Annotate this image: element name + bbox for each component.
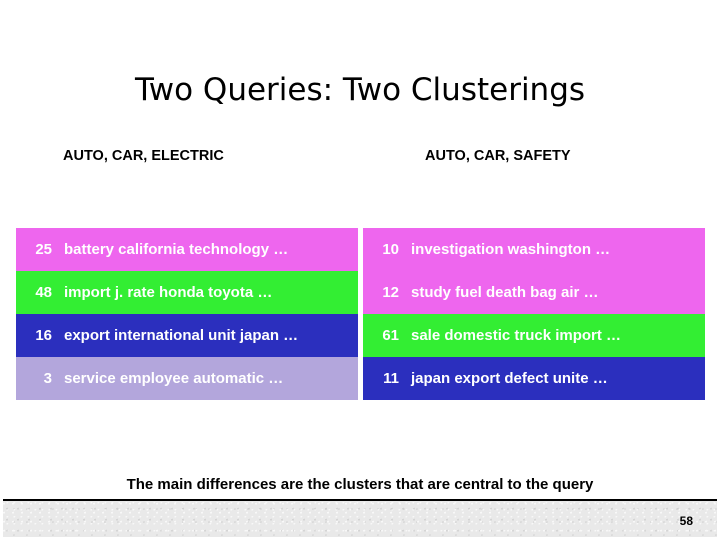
cluster-column-right: 10 investigation washington … 12 study fuel… — [363, 228, 705, 400]
cluster-row: 11 japan export defect unite … — [363, 357, 705, 400]
page-number: 58 — [679, 514, 693, 528]
cluster-band: 3 service employee automatic … — [16, 357, 358, 400]
cluster-terms: import j. rate honda toyota … — [64, 284, 273, 301]
cluster-row: 16 export international unit japan … — [16, 314, 358, 357]
slide-footer: 58 — [3, 499, 717, 537]
cluster-row: 3 service employee automatic … — [16, 357, 358, 400]
query-heading-right: AUTO, CAR, SAFETY — [425, 148, 571, 164]
cluster-terms: service employee automatic … — [64, 370, 284, 387]
cluster-terms: japan export defect unite … — [411, 370, 608, 387]
cluster-band: 16 export international unit japan … — [16, 314, 358, 357]
cluster-band: 25 battery california technology … — [16, 228, 358, 271]
cluster-rank: 11 — [383, 370, 399, 387]
cluster-terms: sale domestic truck import … — [411, 327, 622, 344]
cluster-row: 12 study fuel death bag air … — [363, 271, 705, 314]
cluster-row: 25 battery california technology … — [16, 228, 358, 271]
cluster-rank: 16 — [35, 327, 52, 344]
footer-texture — [3, 501, 717, 537]
slide-caption: The main differences are the clusters th… — [126, 476, 594, 493]
cluster-band: 11 japan export defect unite … — [363, 357, 705, 400]
cluster-rank: 61 — [382, 327, 399, 344]
cluster-rank: 25 — [35, 241, 52, 258]
cluster-row: 48 import j. rate honda toyota … — [16, 271, 358, 314]
cluster-band: 61 sale domestic truck import … — [363, 314, 705, 357]
cluster-rank: 12 — [382, 284, 399, 301]
cluster-rank: 3 — [43, 370, 52, 387]
cluster-terms: export international unit japan … — [64, 327, 299, 344]
cluster-rank: 10 — [382, 241, 399, 258]
cluster-row: 10 investigation washington … — [363, 228, 705, 271]
cluster-row: 61 sale domestic truck import … — [363, 314, 705, 357]
cluster-band: 48 import j. rate honda toyota … — [16, 271, 358, 314]
cluster-rank: 48 — [35, 284, 52, 301]
cluster-terms: investigation washington … — [411, 241, 611, 258]
query-heading-left: AUTO, CAR, ELECTRIC — [63, 148, 224, 164]
slide-title: Two Queries: Two Clusterings — [134, 72, 586, 108]
cluster-terms: study fuel death bag air … — [411, 284, 599, 301]
cluster-column-left: 25 battery california technology … 48 impor… — [16, 228, 358, 400]
cluster-terms: battery california technology … — [64, 241, 289, 258]
cluster-band: 10 investigation washington … 12 study fuel… — [363, 228, 705, 314]
